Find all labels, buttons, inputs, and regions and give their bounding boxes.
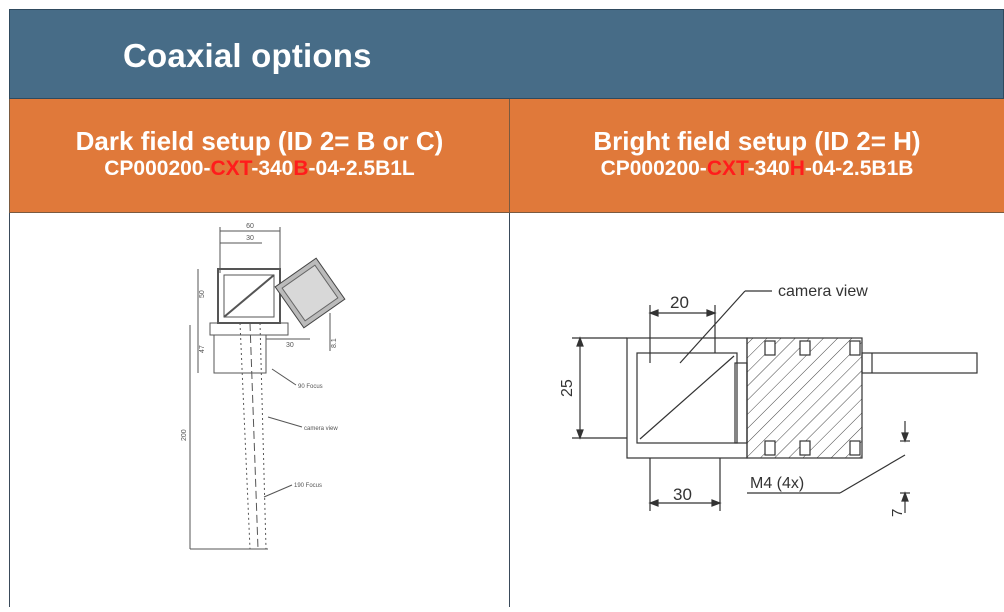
code-highlight: CXT bbox=[706, 157, 748, 180]
focus-label: 90 Focus bbox=[298, 384, 323, 390]
title-bar: Coaxial options bbox=[9, 9, 1004, 99]
camera-view-label: camera view bbox=[778, 283, 868, 300]
dim-label: 30 bbox=[673, 485, 692, 504]
header-dark-field: Dark field setup (ID 2= B or C) CP000200… bbox=[9, 99, 510, 213]
code-middle: -340 bbox=[251, 157, 294, 180]
code-highlight: B bbox=[293, 157, 309, 180]
thread-label: M4 (4x) bbox=[750, 475, 804, 492]
code-suffix: -04-2.5B1L bbox=[308, 157, 415, 180]
code-highlight: H bbox=[789, 157, 805, 180]
part-code-bright-field: CP000200-CXT-340H-04-2.5B1B bbox=[510, 157, 1004, 181]
dim-label: 200 bbox=[181, 429, 188, 441]
header-bright-field: Bright field setup (ID 2= H) CP000200-CX… bbox=[510, 99, 1004, 213]
part-code-dark-field: CP000200-CXT-340B-04-2.5B1L bbox=[10, 157, 509, 181]
focus-label: 190 Focus bbox=[294, 483, 322, 489]
dim-label: 30 bbox=[286, 342, 294, 349]
dim-label: 47 bbox=[199, 345, 206, 353]
dim-label: 50 bbox=[199, 290, 206, 298]
code-highlight: CXT bbox=[210, 157, 252, 180]
dim-label: 30 bbox=[246, 235, 254, 242]
dim-label: 25 bbox=[559, 379, 576, 397]
slide-title: Coaxial options bbox=[123, 37, 372, 74]
code-prefix: CP000200- bbox=[104, 157, 211, 180]
heading-bright-field: Bright field setup (ID 2= H) bbox=[593, 126, 921, 156]
code-prefix: CP000200- bbox=[600, 157, 707, 180]
dark-field-drawing: 60 30 50 47 30 8.1 200 90 Focus camera v… bbox=[181, 223, 346, 550]
dim-label: 20 bbox=[670, 293, 689, 312]
code-middle: -340 bbox=[747, 157, 790, 180]
dim-label: 60 bbox=[246, 223, 254, 230]
bright-field-drawing: 20 camera view 25 30 M4 (4x) 7 bbox=[559, 283, 978, 517]
code-suffix: -04-2.5B1B bbox=[804, 157, 914, 180]
dim-label: 8.1 bbox=[331, 338, 338, 348]
cell-dark-field-drawing: 60 30 50 47 30 8.1 200 90 Focus camera v… bbox=[9, 213, 510, 607]
cell-bright-field-drawing: 20 camera view 25 30 M4 (4x) 7 bbox=[510, 213, 1004, 607]
camera-view-label: camera view bbox=[304, 426, 338, 432]
heading-dark-field: Dark field setup (ID 2= B or C) bbox=[75, 126, 444, 156]
dim-label: 7 bbox=[889, 509, 906, 517]
